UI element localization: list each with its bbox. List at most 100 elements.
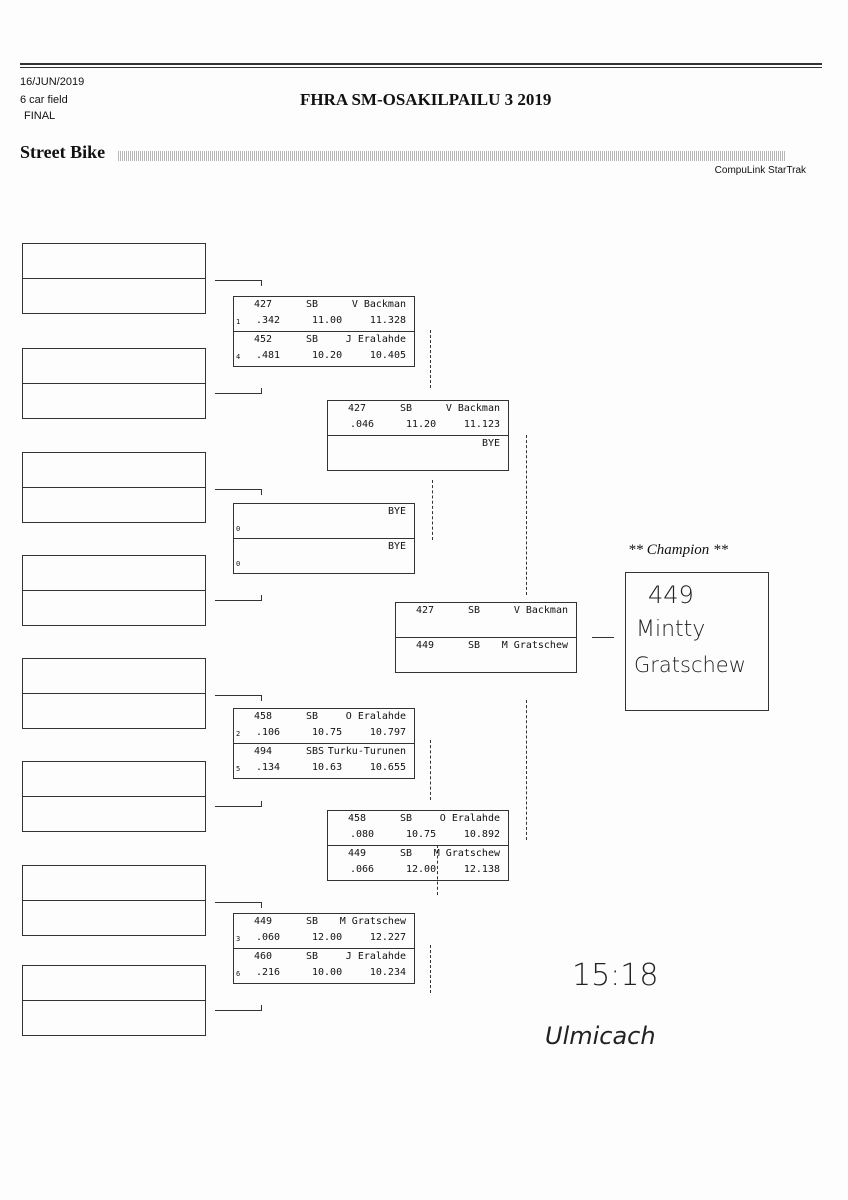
bracket-connector [215,595,262,601]
empty-lane [23,556,205,590]
car-number: 458 [254,711,273,722]
racer-name: BYE [481,438,500,449]
empty-lane [23,866,205,900]
racer-name: O Eralahde [345,711,406,722]
empty-entry-box [22,348,206,419]
final-match: 427 SB V Backman 449 SB M Gratschew [395,602,577,673]
reaction-time: .134 [256,762,281,773]
lane: 458 SB O Eralahde .080 10.75 10.892 [328,811,508,845]
dashed-connector [437,845,438,895]
class: SB [400,813,413,824]
seed: 4 [236,353,241,361]
champion-number: 449 [648,581,694,609]
class: SB [400,848,413,859]
empty-lane [23,590,205,625]
dashed-connector [430,330,431,388]
empty-lane [23,278,205,313]
round2-match: 427 SB V Backman .046 11.20 11.123 BYE [327,400,509,471]
lane: 494 SBS Turku-Turunen 5 .134 10.63 10.65… [234,743,414,778]
software-label: CompuLink StarTrak [714,165,806,176]
seed: 2 [236,730,241,738]
round2-match: 458 SB O Eralahde .080 10.75 10.892 449 … [327,810,509,881]
champion-box: 449 Mintty Gratschew [625,572,769,711]
elapsed-time: 10.405 [369,350,406,361]
elapsed-time: 11.328 [369,315,406,326]
reaction-time: .106 [256,727,281,738]
lane: 449 SB M Gratschew .066 12.00 12.138 [328,845,508,880]
racer-name: J Eralahde [345,334,406,345]
empty-lane [23,383,205,418]
reaction-time: .216 [256,967,281,978]
elapsed-time: 10.892 [463,829,500,840]
empty-lane [23,900,205,935]
racer-name: M Gratschew [339,916,406,927]
empty-lane [23,244,205,278]
champion-last: Gratschew [634,653,746,677]
round1-match: 458 SB O Eralahde 2 .106 10.75 10.797 49… [233,708,415,779]
reaction-time: .066 [350,864,375,875]
racer-name: BYE [387,541,406,552]
car-number: 427 [348,403,367,414]
dial-in: 12.00 [312,932,343,943]
seed: 6 [236,970,241,978]
lane: BYE [328,435,508,470]
empty-lane [23,453,205,487]
empty-entry-box [22,555,206,626]
class: SBS [306,746,325,757]
empty-lane [23,1000,205,1035]
dashed-connector [430,740,431,800]
empty-lane [23,762,205,796]
car-number: 452 [254,334,273,345]
racer-name: V Backman [351,299,406,310]
elapsed-time: 12.138 [463,864,500,875]
empty-entry-box [22,452,206,523]
dial-in: 10.75 [312,727,343,738]
racer-name: M Gratschew [433,848,500,859]
reaction-time: .481 [256,350,281,361]
lane: 452 SB J Eralahde 4 .481 10.20 10.405 [234,331,414,366]
bracket-connector [215,489,262,495]
dial-in: 10.00 [312,967,343,978]
event-title: FHRA SM-OSAKILPAILU 3 2019 [300,90,552,109]
dial-in: 10.20 [312,350,343,361]
racer-name: Turku-Turunen [327,746,406,757]
elapsed-time: 10.234 [369,967,406,978]
racer-name: V Backman [513,605,568,616]
dashed-connector [430,945,431,993]
dashed-connector [526,435,527,595]
elapsed-time: 10.797 [369,727,406,738]
bracket-connector [215,280,262,286]
lane: BYE 0 [234,504,414,538]
car-number: 494 [254,746,273,757]
racer-name: M Gratschew [501,640,568,651]
lane: 427 SB V Backman [396,603,576,637]
empty-lane [23,693,205,728]
class: SB [306,916,319,927]
class: SB [468,605,481,616]
elapsed-time: 11.123 [463,419,500,430]
final-connector [592,637,614,638]
car-number: 427 [416,605,435,616]
class: SB [306,711,319,722]
empty-lane [23,659,205,693]
bracket-connector [215,801,262,807]
seed: 5 [236,765,241,773]
elapsed-time: 10.655 [369,762,406,773]
dial-in: 10.63 [312,762,343,773]
dial-in: 10.75 [406,829,437,840]
lane: 449 SB M Gratschew 3 .060 12.00 12.227 [234,914,414,948]
bracket-connector [215,695,262,701]
class: SB [400,403,413,414]
empty-entry-box [22,865,206,936]
empty-entry-box [22,965,206,1036]
car-number: 449 [416,640,435,651]
seed: 3 [236,935,241,943]
empty-lane [23,796,205,831]
dial-in: 11.00 [312,315,343,326]
class: SB [468,640,481,651]
top-rule [20,63,822,65]
car-number: 427 [254,299,273,310]
class: SB [306,299,319,310]
event-date: 16/JUN/2019 [20,76,85,88]
dashed-connector [526,700,527,840]
